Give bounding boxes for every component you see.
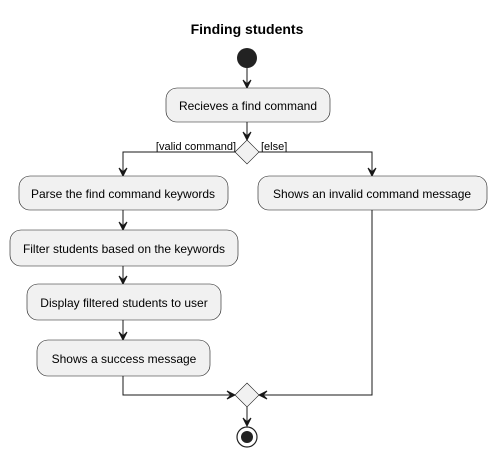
activity-filter-label: Filter students based on the keywords [23,242,225,256]
decision-node [234,139,260,165]
merge-node [234,382,260,408]
activity-filter: Filter students based on the keywords [9,229,239,267]
start-node [237,48,257,68]
activity-receive: Recieves a find command [165,87,331,123]
edge-start-receive [242,68,252,90]
edge-decision-invalid [259,151,377,178]
activity-success-label: Shows a success message [52,352,197,366]
edge-decision-parse [118,151,235,178]
activity-receive-label: Recieves a find command [179,99,317,113]
activity-invalid-label: Shows an invalid command message [273,187,471,201]
edge-receive-decision [242,122,252,142]
activity-invalid: Shows an invalid command message [257,175,488,211]
activity-success: Shows a success message [36,339,211,377]
edge-filter-display [118,266,128,286]
edge-merge-end [242,407,252,428]
edge-invalid-merge [257,210,373,400]
activity-parse: Parse the find command keywords [18,175,229,211]
guard-valid-command: [valid command] [156,141,236,153]
guard-else: [else] [261,141,287,153]
edge-success-merge [122,376,237,400]
end-node [236,426,258,448]
edge-display-success [118,320,128,342]
activity-parse-label: Parse the find command keywords [31,187,215,201]
activity-display: Display filtered students to user [26,283,222,321]
edge-parse-filter [118,210,128,232]
activity-display-label: Display filtered students to user [40,296,207,310]
diagram-title: Finding students [191,21,304,37]
